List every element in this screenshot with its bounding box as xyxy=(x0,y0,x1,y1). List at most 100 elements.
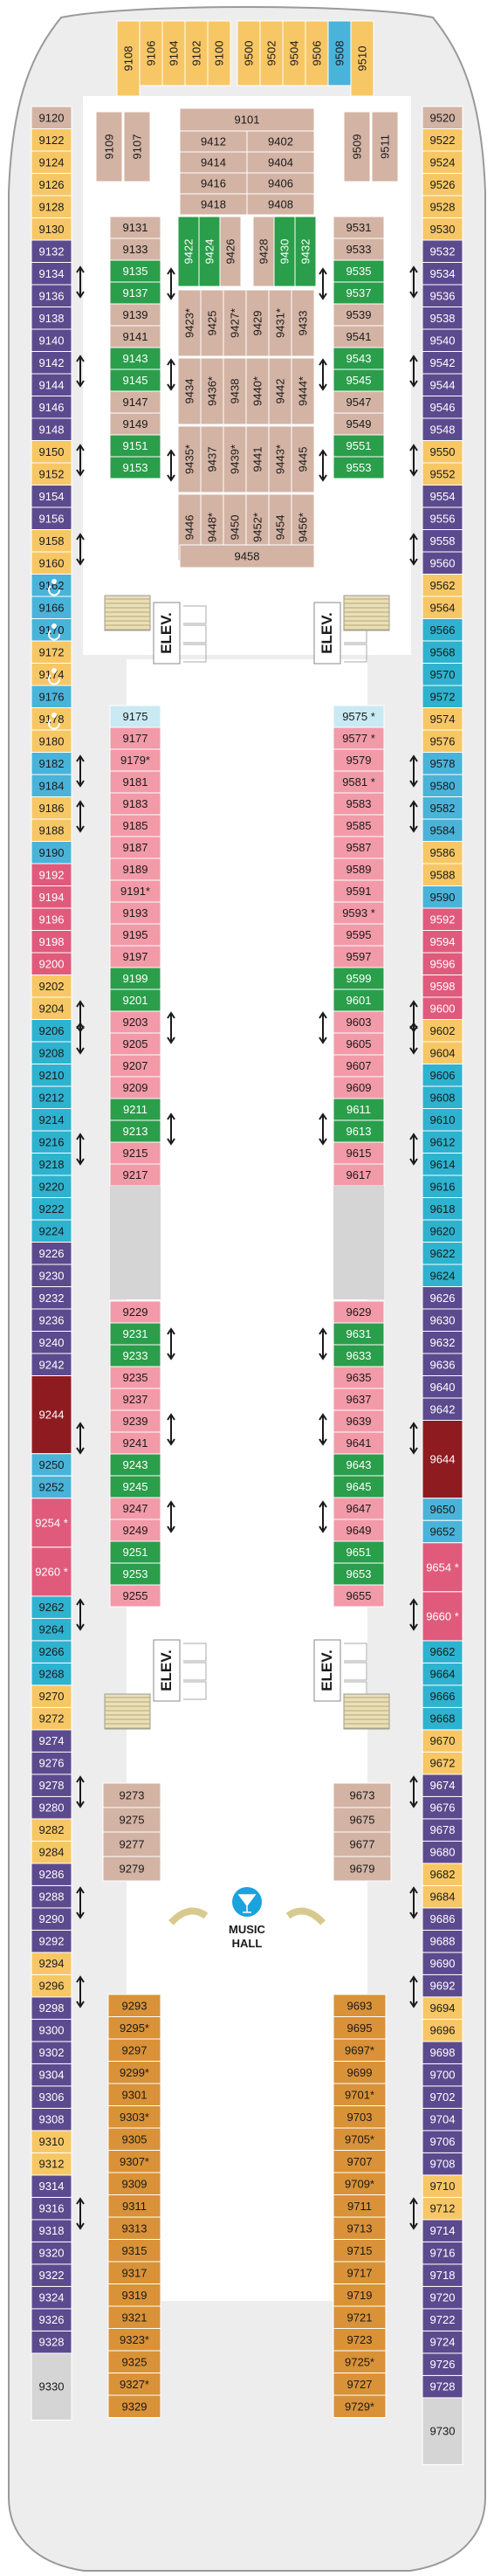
cabin-9441[interactable]: 9441 xyxy=(245,425,270,493)
cabin-9548[interactable]: 9548 xyxy=(422,417,463,441)
cabin-9566[interactable]: 9566 xyxy=(422,618,463,642)
cabin-9208[interactable]: 9208 xyxy=(31,1041,72,1064)
cabin-9626[interactable]: 9626 xyxy=(422,1286,463,1310)
cabin-9578[interactable]: 9578 xyxy=(422,752,463,775)
cabin-9537[interactable]: 9537 xyxy=(333,281,385,305)
cabin-9717[interactable]: 9717 xyxy=(333,2261,387,2284)
cabin-9703[interactable]: 9703 xyxy=(333,2105,387,2129)
cabin-9402[interactable]: 9402 xyxy=(246,130,315,153)
cabin-9178[interactable]: 9178 xyxy=(31,707,72,731)
cabin-9202[interactable]: 9202 xyxy=(31,975,72,998)
cabin-9660[interactable]: 9660 * xyxy=(422,1591,463,1642)
cabin-9308[interactable]: 9308 xyxy=(31,2107,72,2132)
cabin-9674[interactable]: 9674 xyxy=(422,1774,463,1797)
cabin-9435[interactable]: 9435* xyxy=(177,425,202,493)
cabin-9187[interactable]: 9187 xyxy=(109,836,161,859)
cabin-9102[interactable]: 9102 xyxy=(184,20,209,86)
cabin-9416[interactable]: 9416 xyxy=(179,172,248,195)
cabin-9235[interactable]: 9235 xyxy=(109,1366,161,1389)
cabin-9203[interactable]: 9203 xyxy=(109,1010,161,1034)
cabin-9650[interactable]: 9650 xyxy=(422,1498,463,1521)
cabin-9444[interactable]: 9444* xyxy=(291,357,315,425)
cabin-9239[interactable]: 9239 xyxy=(109,1409,161,1433)
cabin-9532[interactable]: 9532 xyxy=(422,239,463,263)
cabin-9137[interactable]: 9137 xyxy=(109,281,161,305)
cabin-9614[interactable]: 9614 xyxy=(422,1153,463,1176)
cabin-9706[interactable]: 9706 xyxy=(422,2130,463,2153)
cabin-9141[interactable]: 9141 xyxy=(109,325,161,348)
cabin-9436[interactable]: 9436* xyxy=(200,357,224,425)
cabin-9319[interactable]: 9319 xyxy=(107,2283,161,2307)
cabin-9122[interactable]: 9122 xyxy=(31,128,72,152)
cabin-9406[interactable]: 9406 xyxy=(246,172,315,195)
cabin-9282[interactable]: 9282 xyxy=(31,1818,72,1842)
cabin-9610[interactable]: 9610 xyxy=(422,1108,463,1132)
cabin-9633[interactable]: 9633 xyxy=(333,1344,385,1367)
cabin-9195[interactable]: 9195 xyxy=(109,923,161,947)
cabin-9588[interactable]: 9588 xyxy=(422,863,463,886)
cabin-9612[interactable]: 9612 xyxy=(422,1130,463,1154)
cabin-9170[interactable]: 9170 xyxy=(31,618,72,642)
cabin-9240[interactable]: 9240 xyxy=(31,1331,72,1354)
cabin-9587[interactable]: 9587 xyxy=(333,836,385,859)
cabin-9730[interactable]: 9730 xyxy=(422,2397,463,2465)
cabin-9547[interactable]: 9547 xyxy=(333,390,385,414)
cabin-9585[interactable]: 9585 xyxy=(333,814,385,837)
cabin-9437[interactable]: 9437 xyxy=(200,425,224,493)
cabin-9188[interactable]: 9188 xyxy=(31,818,72,842)
cabin-9684[interactable]: 9684 xyxy=(422,1884,463,1909)
cabin-9540[interactable]: 9540 xyxy=(422,328,463,352)
cabin-9594[interactable]: 9594 xyxy=(422,930,463,954)
cabin-9536[interactable]: 9536 xyxy=(422,284,463,307)
cabin-9101[interactable]: 9101 xyxy=(179,107,315,132)
cabin-9542[interactable]: 9542 xyxy=(422,351,463,375)
cabin-9156[interactable]: 9156 xyxy=(31,506,72,530)
cabin-9153[interactable]: 9153 xyxy=(109,456,161,479)
cabin-9266[interactable]: 9266 xyxy=(31,1640,72,1663)
cabin-9552[interactable]: 9552 xyxy=(422,462,463,486)
cabin-9330[interactable]: 9330 xyxy=(31,2352,72,2421)
cabin-9104[interactable]: 9104 xyxy=(161,20,186,86)
cabin-9189[interactable]: 9189 xyxy=(109,858,161,881)
cabin-9293[interactable]: 9293 xyxy=(107,1994,161,2017)
cabin-9222[interactable]: 9222 xyxy=(31,1197,72,1221)
cabin-9148[interactable]: 9148 xyxy=(31,417,72,441)
cabin-9677[interactable]: 9677 xyxy=(333,1831,392,1857)
cabin-9209[interactable]: 9209 xyxy=(109,1076,161,1099)
cabin-9174[interactable]: 9174 xyxy=(31,663,72,686)
cabin-9182[interactable]: 9182 xyxy=(31,752,72,775)
cabin-9120[interactable]: 9120 xyxy=(31,106,72,129)
cabin-9502[interactable]: 9502 xyxy=(259,20,284,86)
cabin-9247[interactable]: 9247 xyxy=(109,1497,161,1520)
cabin-9251[interactable]: 9251 xyxy=(109,1540,161,1564)
cabin-9130[interactable]: 9130 xyxy=(31,217,72,241)
cabin-9217[interactable]: 9217 xyxy=(109,1163,161,1187)
cabin-9314[interactable]: 9314 xyxy=(31,2174,72,2198)
cabin-9562[interactable]: 9562 xyxy=(422,574,463,597)
cabin-9590[interactable]: 9590 xyxy=(422,885,463,909)
cabin-9270[interactable]: 9270 xyxy=(31,1684,72,1708)
cabin-9434[interactable]: 9434 xyxy=(177,357,202,425)
cabin-9676[interactable]: 9676 xyxy=(422,1795,463,1820)
cabin-9653[interactable]: 9653 xyxy=(333,1562,385,1586)
cabin-9158[interactable]: 9158 xyxy=(31,529,72,553)
cabin-9298[interactable]: 9298 xyxy=(31,1996,72,2020)
cabin-9649[interactable]: 9649 xyxy=(333,1519,385,1542)
cabin-9313[interactable]: 9313 xyxy=(107,2216,161,2240)
cabin-9577[interactable]: 9577 * xyxy=(333,727,385,750)
cabin-9160[interactable]: 9160 xyxy=(31,551,72,575)
cabin-9236[interactable]: 9236 xyxy=(31,1308,72,1332)
cabin-9326[interactable]: 9326 xyxy=(31,2308,72,2331)
cabin-9324[interactable]: 9324 xyxy=(31,2285,72,2310)
cabin-9723[interactable]: 9723 xyxy=(333,2328,387,2352)
cabin-9615[interactable]: 9615 xyxy=(333,1141,385,1165)
cabin-9231[interactable]: 9231 xyxy=(109,1322,161,1346)
cabin-9694[interactable]: 9694 xyxy=(422,1996,463,2020)
cabin-9106[interactable]: 9106 xyxy=(139,20,163,86)
cabin-9686[interactable]: 9686 xyxy=(422,1907,463,1931)
cabin-9668[interactable]: 9668 xyxy=(422,1706,463,1731)
cabin-9316[interactable]: 9316 xyxy=(31,2196,72,2221)
cabin-9304[interactable]: 9304 xyxy=(31,2063,72,2087)
cabin-9427[interactable]: 9427* xyxy=(223,289,247,357)
